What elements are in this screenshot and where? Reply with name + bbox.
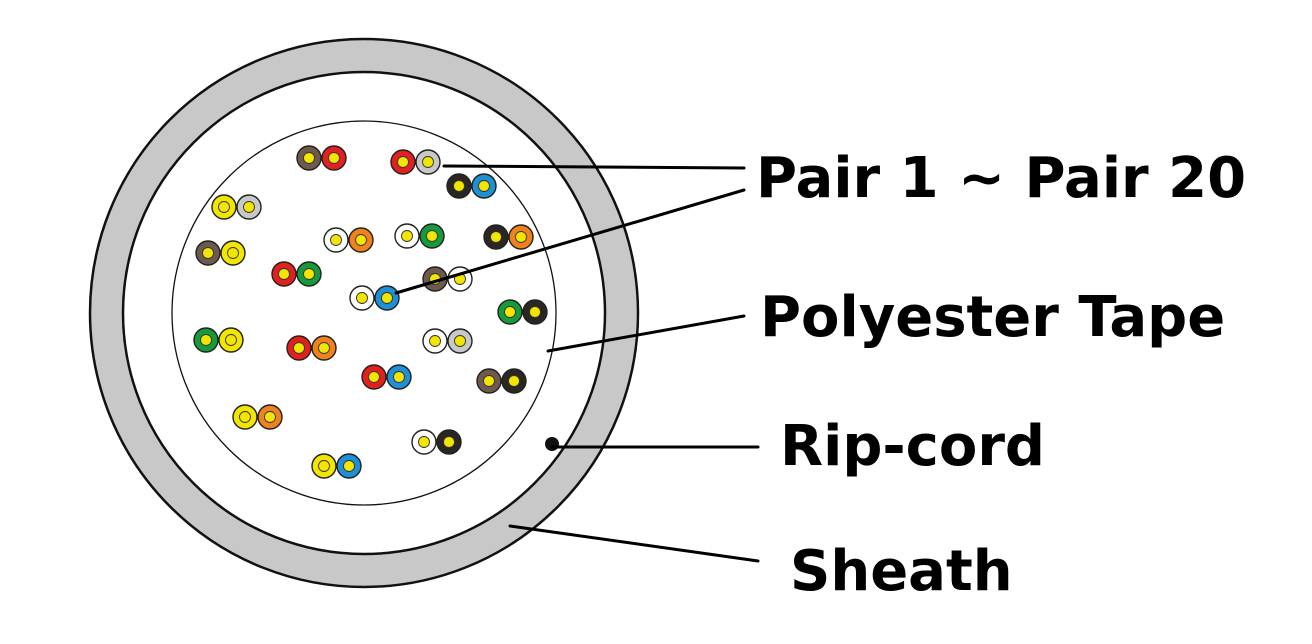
leader-line-sheath [508, 524, 760, 563]
copper-conductor [303, 152, 315, 164]
twisted-pair [323, 227, 374, 253]
copper-conductor [504, 306, 516, 318]
copper-conductor [278, 268, 290, 280]
twisted-pair [271, 261, 322, 287]
copper-conductor [328, 152, 340, 164]
copper-conductor [422, 156, 434, 168]
copper-conductor [453, 180, 465, 192]
sheath-label: Sheath [790, 539, 1013, 604]
twisted-pairs [193, 145, 548, 479]
pairs-label: Pair 1 ~ Pair 20 [756, 146, 1246, 211]
copper-conductor [356, 292, 368, 304]
twisted-pair [349, 285, 400, 311]
twisted-pair [296, 145, 347, 171]
copper-conductor [318, 460, 330, 472]
twisted-pair [211, 194, 262, 220]
copper-conductor [393, 371, 405, 383]
copper-conductor [225, 334, 237, 346]
leader-line-tape [546, 314, 746, 353]
twisted-pair [193, 327, 244, 353]
twisted-pair [483, 224, 534, 250]
copper-conductor [418, 436, 430, 448]
copper-conductor [397, 156, 409, 168]
copper-conductor [343, 460, 355, 472]
copper-conductor [401, 230, 413, 242]
twisted-pair [476, 368, 527, 394]
copper-conductor [293, 342, 305, 354]
twisted-pair [311, 453, 362, 479]
leader-lines [394, 164, 760, 563]
twisted-pair [422, 328, 473, 354]
twisted-pair [394, 223, 445, 249]
twisted-pair [232, 404, 283, 430]
copper-conductor [200, 334, 212, 346]
copper-conductor [483, 375, 495, 387]
copper-conductor [515, 231, 527, 243]
copper-conductor [355, 234, 367, 246]
copper-conductor [239, 411, 251, 423]
copper-conductor [330, 234, 342, 246]
copper-conductor [443, 436, 455, 448]
copper-conductor [368, 371, 380, 383]
copper-conductor [508, 375, 520, 387]
twisted-pair [195, 240, 246, 266]
twisted-pair [411, 429, 462, 455]
copper-conductor [478, 180, 490, 192]
copper-conductor [426, 230, 438, 242]
leader-line-pairs-top [442, 164, 746, 170]
copper-conductor [454, 335, 466, 347]
copper-conductor [243, 201, 255, 213]
twisted-pair [446, 173, 497, 199]
copper-conductor [218, 201, 230, 213]
rip-cord [545, 437, 559, 451]
twisted-pair [286, 335, 337, 361]
copper-conductor [529, 306, 541, 318]
rip-cord-label: Rip-cord [780, 414, 1045, 479]
twisted-pair [390, 149, 441, 175]
copper-conductor [381, 292, 393, 304]
copper-conductor [264, 411, 276, 423]
twisted-pair [497, 299, 548, 325]
copper-conductor [490, 231, 502, 243]
copper-conductor [318, 342, 330, 354]
twisted-pair [361, 364, 412, 390]
polyester-tape-label: Polyester Tape [760, 285, 1225, 350]
copper-conductor [202, 247, 214, 259]
leader-line-pairs-center [394, 188, 746, 295]
copper-conductor [227, 247, 239, 259]
copper-conductor [303, 268, 315, 280]
copper-conductor [429, 335, 441, 347]
